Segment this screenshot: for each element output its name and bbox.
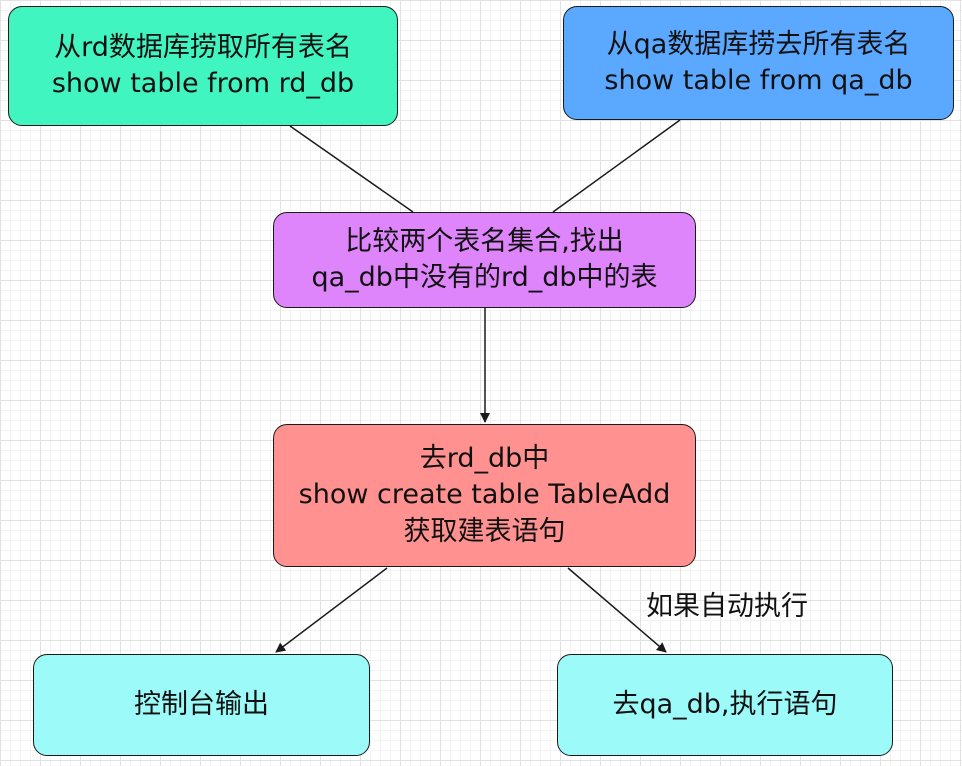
edge-show-to-execute: [567, 567, 667, 653]
execute-node[interactable]: 去qa_db,执行语句: [557, 654, 893, 756]
edge-show-to-console: [275, 567, 388, 653]
console-output-node[interactable]: 控制台输出: [33, 654, 370, 756]
compare-node[interactable]: 比较两个表名集合,找出 qa_db中没有的rd_db中的表: [273, 212, 696, 308]
show-create-line1: 去rd_db中: [419, 443, 550, 475]
rd-fetch-line2: show table from rd_db: [51, 68, 355, 99]
rd-fetch-line1: 从rd数据库捞取所有表名: [54, 31, 352, 63]
show-create-line3: 获取建表语句: [403, 515, 566, 547]
compare-line1: 比较两个表名集合,找出: [345, 225, 624, 257]
qa-fetch-node[interactable]: 从qa数据库捞去所有表名 show table from qa_db: [563, 6, 954, 120]
execute-label: 去qa_db,执行语句: [612, 688, 838, 720]
edge-qa-to-compare: [552, 119, 681, 213]
qa-fetch-line2: show table from qa_db: [604, 65, 913, 96]
edge-rd-to-compare: [289, 125, 414, 213]
qa-fetch-line1: 从qa数据库捞去所有表名: [606, 28, 911, 60]
show-create-line2: show create table TableAdd: [298, 479, 671, 511]
auto-exec-edge-label: 如果自动执行: [646, 591, 808, 622]
compare-line2: qa_db中没有的rd_db中的表: [311, 262, 658, 293]
rd-fetch-node[interactable]: 从rd数据库捞取所有表名 show table from rd_db: [8, 6, 398, 126]
console-output-label: 控制台输出: [134, 688, 269, 720]
show-create-node[interactable]: 去rd_db中 show create table TableAdd 获取建表语…: [273, 424, 696, 567]
